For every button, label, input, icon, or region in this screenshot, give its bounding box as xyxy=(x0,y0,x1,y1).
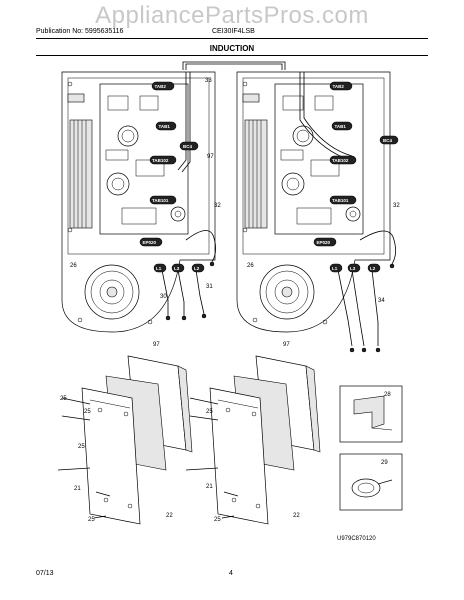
tag-l1-right: L1 xyxy=(332,266,338,271)
tag-l3-left: L3 xyxy=(174,266,180,271)
left-induction-module xyxy=(61,71,216,333)
tag-tab2-left: TAB2 xyxy=(155,84,167,89)
callout-32-right: 32 xyxy=(393,203,400,209)
callout-25-a: 25 xyxy=(60,396,67,402)
tag-l2-left: L2 xyxy=(194,266,200,271)
callout-33: 33 xyxy=(205,78,212,84)
callout-30: 30 xyxy=(160,294,167,300)
tag-ep020-right: EP020 xyxy=(317,240,331,245)
callout-97-top: 97 xyxy=(207,154,214,160)
tag-tab102-right: TAB102 xyxy=(332,158,349,163)
model-number: CEI30IF4LSB xyxy=(212,28,255,35)
tag-badges xyxy=(139,81,399,273)
figure-code: U979C870120 xyxy=(337,536,376,542)
callout-97-right: 97 xyxy=(283,342,290,348)
section-title: INDUCTION xyxy=(209,44,255,53)
callout-34: 34 xyxy=(378,298,385,304)
footer-date: 07/13 xyxy=(36,570,54,577)
tag-l1-left: L1 xyxy=(156,266,162,271)
callout-22-left: 22 xyxy=(166,513,173,519)
callout-21-right: 21 xyxy=(206,484,213,490)
page-number: 4 xyxy=(229,570,233,577)
publication-number: Publication No: 5995635116 xyxy=(36,28,124,35)
callout-22-right: 22 xyxy=(293,513,300,519)
callout-25-f: 25 xyxy=(214,517,221,523)
callout-21-left: 21 xyxy=(74,486,81,492)
tag-tab2-right: TAB2 xyxy=(333,84,345,89)
callout-25-e: 25 xyxy=(206,409,213,415)
callout-labels: 33 97 32 26 30 31 32 26 34 97 97 28 29 2… xyxy=(60,78,400,542)
tag-bc4-left: BC4 xyxy=(183,144,192,149)
callout-26-right: 26 xyxy=(247,263,254,269)
callout-25-b: 25 xyxy=(84,409,91,415)
tag-tab101-right: TAB101 xyxy=(332,198,349,203)
right-heatsink-assembly xyxy=(185,355,321,525)
detail-box-29 xyxy=(339,453,403,511)
callout-25-d: 25 xyxy=(88,517,95,523)
callout-97-left: 97 xyxy=(153,342,160,348)
tag-tab102-left: TAB102 xyxy=(152,158,169,163)
callout-29: 29 xyxy=(381,460,388,466)
right-induction-module xyxy=(236,71,396,353)
tag-l3-right: L3 xyxy=(350,266,356,271)
callout-25-c: 25 xyxy=(78,444,85,450)
header-rule xyxy=(36,38,428,39)
tag-tab1-left: TAB1 xyxy=(159,124,171,129)
tag-tab1-right: TAB1 xyxy=(335,124,347,129)
callout-26-left: 26 xyxy=(70,263,77,269)
callout-28: 28 xyxy=(384,392,391,398)
title-rule xyxy=(36,55,428,56)
tag-tab101-left: TAB101 xyxy=(152,198,169,203)
tag-l2-right: L2 xyxy=(370,266,376,271)
callout-32-left: 32 xyxy=(214,203,221,209)
detail-box-28 xyxy=(339,385,403,443)
watermark: AppliancePartsPros.com xyxy=(95,2,369,29)
tag-ep020-left: EP020 xyxy=(143,240,157,245)
tag-bc4-right: BC4 xyxy=(383,138,392,143)
tag-labels: TAB2 TAB1 BC4 TAB102 TAB101 EP020 L1 L3 … xyxy=(143,84,393,271)
left-heatsink-assembly xyxy=(57,355,193,525)
cable-33 xyxy=(182,61,286,70)
callout-31: 31 xyxy=(206,284,213,290)
